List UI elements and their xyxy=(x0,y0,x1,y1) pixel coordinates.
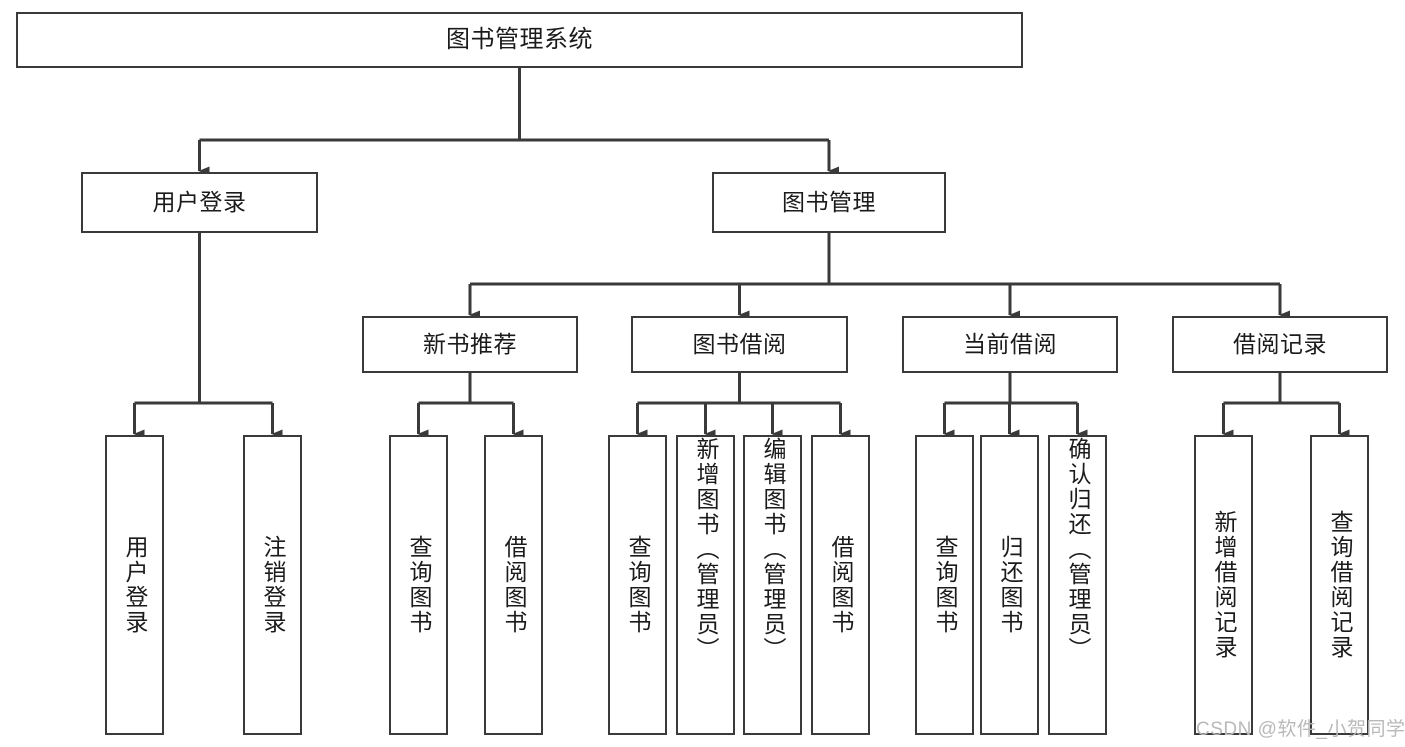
node-leaf-add-book-admin[interactable]: 新增图书（管理员） xyxy=(676,435,735,735)
node-label-leaf-add-borrow-record: 新增借阅记录 xyxy=(1211,510,1237,660)
node-leaf-confirm-return[interactable]: 确认归还（管理员） xyxy=(1048,435,1107,735)
node-current-borrow[interactable]: 当前借阅 xyxy=(902,316,1118,373)
node-label-leaf-query-book-3: 查询图书 xyxy=(932,535,958,635)
node-user-login[interactable]: 用户登录 xyxy=(81,172,318,233)
node-label-borrow-record: 借阅记录 xyxy=(1233,330,1327,357)
node-leaf-logout-login[interactable]: 注销登录 xyxy=(243,435,302,735)
node-leaf-user-login[interactable]: 用户登录 xyxy=(105,435,164,735)
node-leaf-edit-book-admin[interactable]: 编辑图书（管理员） xyxy=(743,435,802,735)
node-label-leaf-query-borrow-record: 查询借阅记录 xyxy=(1327,510,1353,660)
node-root[interactable]: 图书管理系统 xyxy=(16,12,1023,68)
node-label-book-manage: 图书管理 xyxy=(782,188,876,215)
node-borrow-record[interactable]: 借阅记录 xyxy=(1172,316,1388,373)
node-label-root: 图书管理系统 xyxy=(446,25,593,53)
node-label-leaf-confirm-return: 确认归还（管理员） xyxy=(1065,437,1091,662)
node-new-book-recommend[interactable]: 新书推荐 xyxy=(362,316,578,373)
node-label-leaf-query-book-1: 查询图书 xyxy=(406,535,432,635)
node-book-manage[interactable]: 图书管理 xyxy=(712,172,946,233)
node-label-leaf-edit-book-admin: 编辑图书（管理员） xyxy=(760,437,786,662)
node-leaf-borrow-book-2[interactable]: 借阅图书 xyxy=(811,435,870,735)
node-label-leaf-query-book-2: 查询图书 xyxy=(625,535,651,635)
watermark-text: CSDN @软件_小贺同学 xyxy=(1196,719,1405,740)
node-label-leaf-add-book-admin: 新增图书（管理员） xyxy=(693,437,719,662)
node-label-new-book-recommend: 新书推荐 xyxy=(423,330,517,357)
node-leaf-query-book-3[interactable]: 查询图书 xyxy=(915,435,974,735)
node-leaf-add-borrow-record[interactable]: 新增借阅记录 xyxy=(1194,435,1253,735)
node-label-leaf-user-login: 用户登录 xyxy=(122,535,148,635)
node-book-borrow[interactable]: 图书借阅 xyxy=(631,316,848,373)
node-label-current-borrow: 当前借阅 xyxy=(963,330,1057,357)
node-label-leaf-logout-login: 注销登录 xyxy=(260,535,286,635)
node-label-leaf-borrow-book-2: 借阅图书 xyxy=(828,535,854,635)
node-label-user-login: 用户登录 xyxy=(152,188,247,215)
node-leaf-query-book-1[interactable]: 查询图书 xyxy=(389,435,448,735)
node-leaf-query-borrow-record[interactable]: 查询借阅记录 xyxy=(1310,435,1369,735)
node-leaf-return-book[interactable]: 归还图书 xyxy=(980,435,1039,735)
node-label-leaf-borrow-book-1: 借阅图书 xyxy=(501,535,527,635)
node-label-leaf-return-book: 归还图书 xyxy=(997,535,1023,635)
node-label-book-borrow: 图书借阅 xyxy=(692,330,787,357)
node-leaf-borrow-book-1[interactable]: 借阅图书 xyxy=(484,435,543,735)
node-leaf-query-book-2[interactable]: 查询图书 xyxy=(608,435,667,735)
